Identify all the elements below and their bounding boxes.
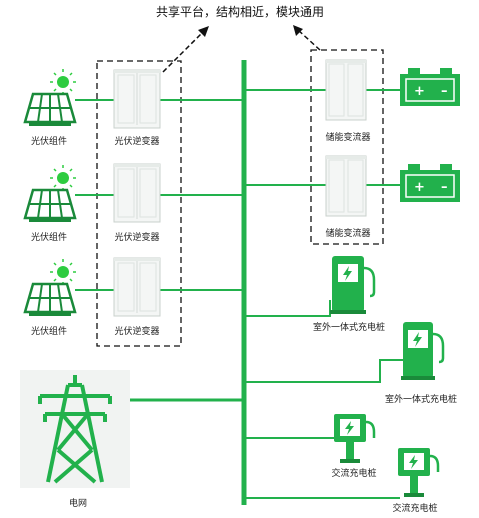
inverter-cabinet-icon bbox=[113, 69, 161, 129]
pv-inverter-2 bbox=[113, 163, 161, 223]
svg-text:–: – bbox=[441, 84, 448, 99]
battery-icon: + – bbox=[400, 68, 460, 106]
sun-icon bbox=[50, 165, 76, 191]
storage-converter-label-1: 储能变流器 bbox=[325, 133, 371, 143]
storage-converter-1 bbox=[325, 59, 367, 121]
inverter-cabinet-icon bbox=[113, 163, 161, 223]
arrow-left bbox=[162, 26, 209, 73]
grid-label: 电网 bbox=[68, 499, 88, 509]
outdoor-charger-label-1: 室外一体式充电桩 bbox=[312, 323, 386, 333]
storage-group-box bbox=[310, 49, 384, 245]
inverter-cabinet-icon bbox=[325, 155, 367, 217]
solar-module-2 bbox=[23, 165, 77, 222]
ac-charger-icon bbox=[334, 414, 376, 463]
charging-pile-icon bbox=[401, 322, 445, 380]
lightning-icon bbox=[409, 455, 418, 469]
pv-inverter-1 bbox=[113, 69, 161, 129]
solar-panel-icon bbox=[23, 92, 77, 126]
arrow-right bbox=[293, 25, 321, 51]
diagram-title: 共享平台，结构相近，模块通用 bbox=[155, 5, 325, 19]
inverter-group-box bbox=[96, 60, 182, 347]
lightning-icon bbox=[345, 421, 354, 435]
power-tower bbox=[20, 370, 130, 488]
ac-charger-icon bbox=[398, 448, 440, 497]
ac-charger-label-2: 交流充电桩 bbox=[392, 504, 438, 514]
inverter-cabinet-icon bbox=[325, 59, 367, 121]
sun-icon bbox=[50, 69, 76, 95]
svg-text:+: + bbox=[414, 180, 425, 195]
power-tower-icon bbox=[38, 375, 112, 484]
inverter-cabinet-icon bbox=[113, 257, 161, 317]
pv-inverter-3 bbox=[113, 257, 161, 317]
battery-1: + – bbox=[400, 68, 460, 106]
pv-inverter-label-2: 光伏逆变器 bbox=[114, 233, 160, 243]
pv-module-label-1: 光伏组件 bbox=[30, 137, 68, 147]
sun-icon bbox=[50, 259, 76, 285]
solar-module-1 bbox=[23, 69, 77, 126]
pv-module-label-2: 光伏组件 bbox=[30, 233, 68, 243]
ac-charger-1 bbox=[334, 414, 376, 463]
charging-pile-icon bbox=[330, 256, 376, 314]
pv-module-label-3: 光伏组件 bbox=[30, 327, 68, 337]
ac-charger-label-1: 交流充电桩 bbox=[331, 469, 377, 479]
solar-module-3 bbox=[23, 259, 77, 316]
storage-converter-2 bbox=[325, 155, 367, 217]
charger-line-2 bbox=[244, 359, 404, 383]
svg-text:+: + bbox=[414, 84, 425, 99]
pv-inverter-label-3: 光伏逆变器 bbox=[114, 327, 160, 337]
battery-2: + – bbox=[400, 164, 460, 202]
lightning-icon bbox=[413, 332, 422, 347]
pv-inverter-label-1: 光伏逆变器 bbox=[114, 137, 160, 147]
ac-charger-2 bbox=[398, 448, 440, 497]
lightning-icon bbox=[343, 266, 352, 281]
outdoor-charger-1 bbox=[330, 256, 376, 314]
outdoor-charger-label-2: 室外一体式充电桩 bbox=[384, 395, 458, 405]
storage-converter-label-2: 储能变流器 bbox=[325, 229, 371, 239]
solar-panel-icon bbox=[23, 282, 77, 316]
battery-icon: + – bbox=[400, 164, 460, 202]
outdoor-charger-2 bbox=[401, 322, 445, 380]
solar-panel-icon bbox=[23, 188, 77, 222]
svg-text:–: – bbox=[441, 180, 448, 195]
charger-line-1 bbox=[244, 300, 331, 317]
